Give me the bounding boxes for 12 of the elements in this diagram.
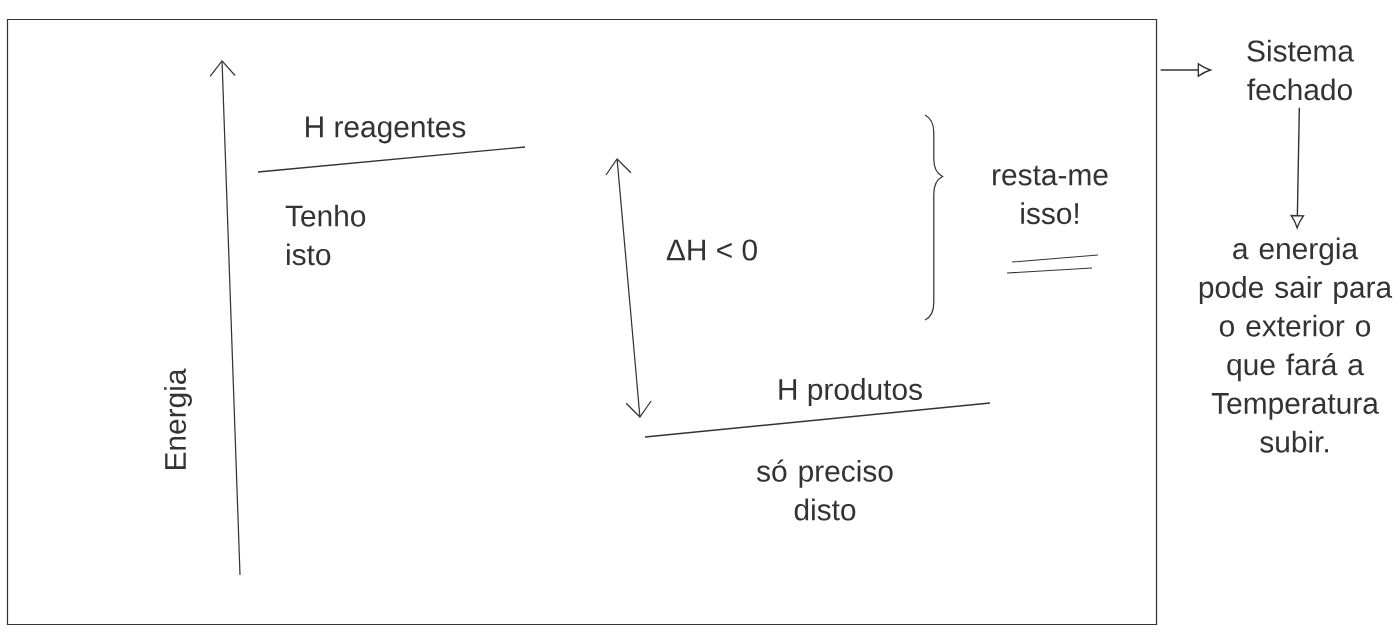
note-text: resta-me isso! (993, 165, 1108, 225)
arrow (1159, 63, 1212, 77)
level-label: H reagentes (306, 116, 466, 144)
note-text: Tenho isto (285, 204, 366, 266)
note-text: Sistema fechado (1247, 39, 1354, 101)
delta-h-label: ΔH < 0 (666, 239, 757, 261)
note-text: só preciso disto (756, 459, 893, 521)
frame-box (6, 18, 1158, 626)
axis-label: Energia (164, 368, 192, 470)
arrow (1290, 107, 1305, 229)
level-label: H produtos (779, 378, 922, 406)
note-text: a energia pode sair para o exterior o que fará a Temperatura subir. (1199, 237, 1393, 453)
